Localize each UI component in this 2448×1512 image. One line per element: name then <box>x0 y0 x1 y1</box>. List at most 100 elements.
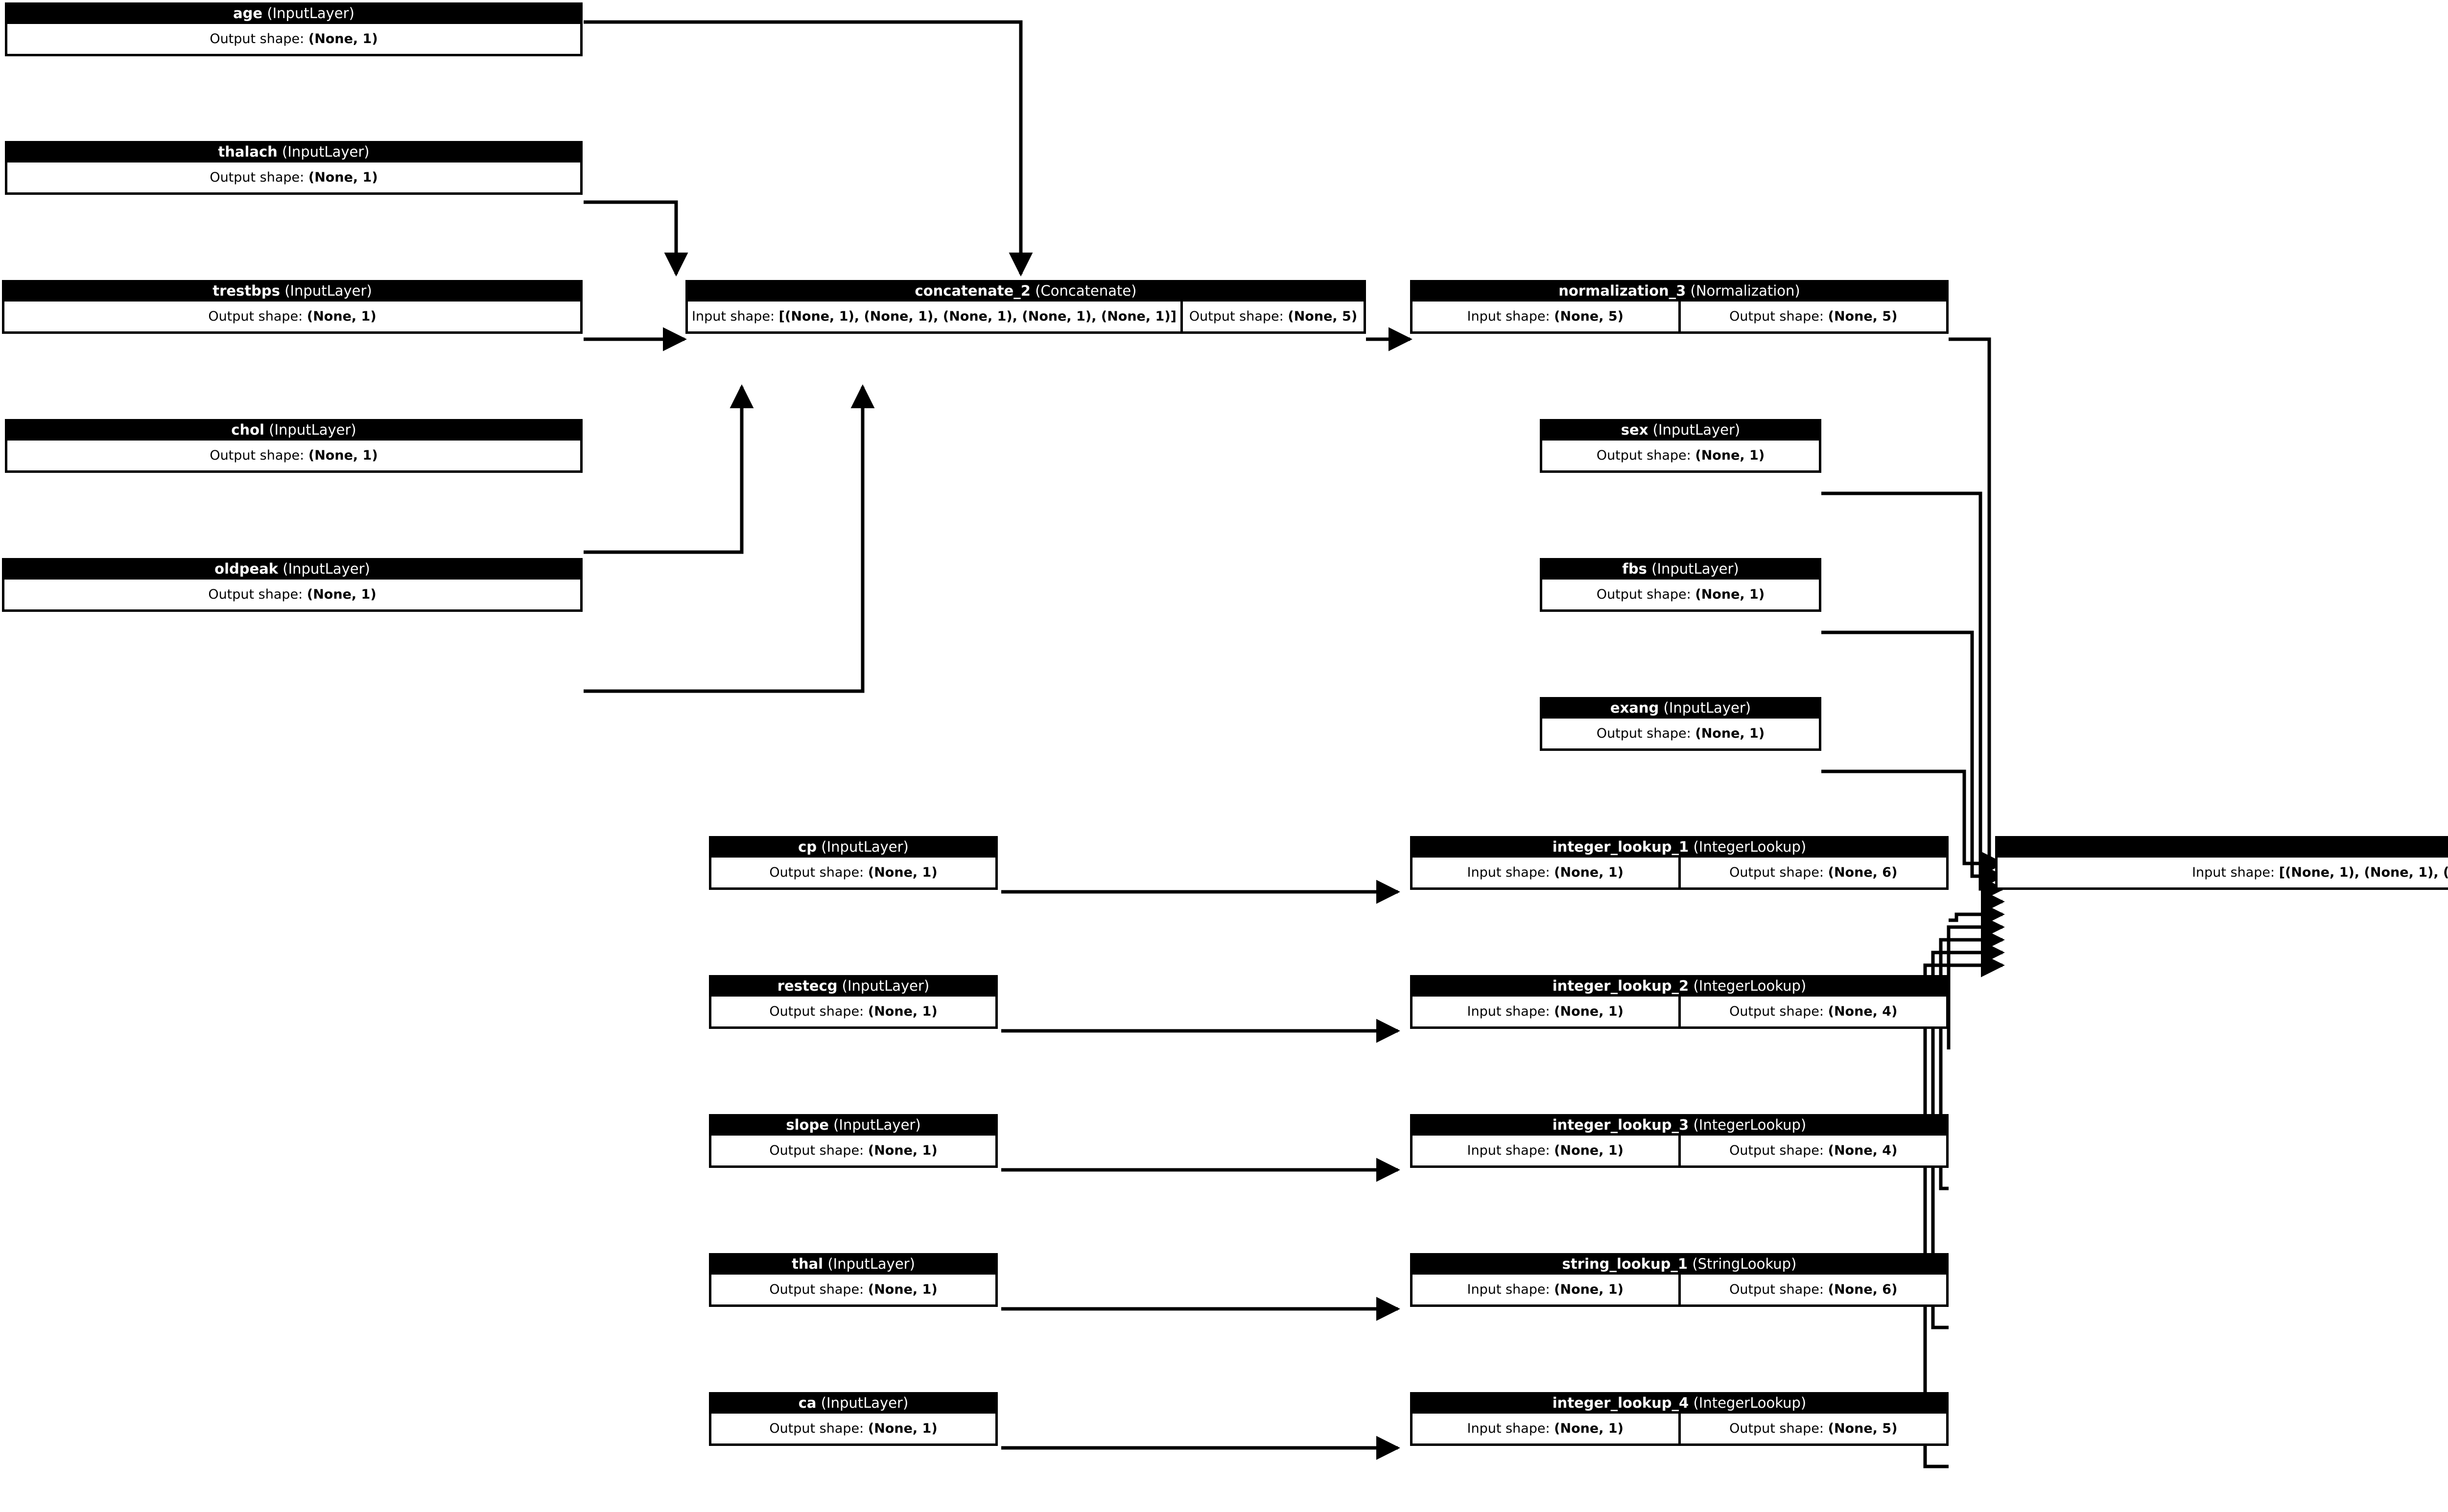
port-label: Output shape: <box>210 448 305 463</box>
node-integer_lookup_1-type: (IntegerLookup) <box>1693 838 1807 855</box>
node-ca-ports: Output shape: (None, 1) <box>711 1411 995 1443</box>
node-sex[interactable]: sex (InputLayer) Output shape: (None, 1) <box>1540 419 1821 473</box>
port-label: Output shape: <box>769 1143 864 1158</box>
node-chol[interactable]: chol (InputLayer) Output shape: (None, 1… <box>5 419 583 473</box>
node-integer_lookup_3-type: (IntegerLookup) <box>1693 1117 1807 1133</box>
node-age[interactable]: age (InputLayer) Output shape: (None, 1) <box>5 2 583 56</box>
node-integer_lookup_3-name: integer_lookup_3 <box>1552 1117 1689 1133</box>
edge-integer_lookup_4-to-concatenate_3 <box>1923 953 2005 1468</box>
port-value: (None, 5) <box>1288 309 1358 324</box>
node-string_lookup_1[interactable]: string_lookup_1 (StringLookup) Input sha… <box>1410 1253 1949 1307</box>
node-trestbps[interactable]: trestbps (InputLayer) Output shape: (Non… <box>2 280 583 334</box>
node-concatenate_2-name: concatenate_2 <box>915 282 1031 299</box>
node-normalization_3[interactable]: normalization_3 (Normalization) Input sh… <box>1410 280 1949 334</box>
node-string_lookup_1-input-port: Input shape: (None, 1) <box>1412 1275 1678 1304</box>
node-integer_lookup_1-name: integer_lookup_1 <box>1552 838 1689 855</box>
port-label: Output shape: <box>1729 1143 1824 1158</box>
port-label: Output shape: <box>210 170 305 185</box>
node-fbs-type: (InputLayer) <box>1651 560 1739 577</box>
node-integer_lookup_3-ports: Input shape: (None, 1) Output shape: (No… <box>1412 1133 1946 1165</box>
node-cp-name: cp <box>798 838 817 855</box>
node-integer_lookup_2-input-port: Input shape: (None, 1) <box>1412 997 1678 1026</box>
port-label: Output shape: <box>208 587 303 602</box>
node-age-output-port: Output shape: (None, 1) <box>7 24 580 54</box>
node-concatenate_3-title: concatenate_3 (Concatenate) <box>1998 838 2448 855</box>
node-thal[interactable]: thal (InputLayer) Output shape: (None, 1… <box>709 1253 998 1307</box>
node-fbs[interactable]: fbs (InputLayer) Output shape: (None, 1) <box>1540 558 1821 612</box>
node-ca-title: ca (InputLayer) <box>711 1395 995 1411</box>
port-value: (None, 1) <box>1554 1143 1624 1158</box>
port-label: Output shape: <box>769 1004 864 1019</box>
node-concatenate_2[interactable]: concatenate_2 (Concatenate) Input shape:… <box>685 280 1366 334</box>
node-concatenate_3[interactable]: concatenate_3 (Concatenate) Input shape:… <box>1995 836 2448 890</box>
node-chol-ports: Output shape: (None, 1) <box>7 438 580 470</box>
node-slope-ports: Output shape: (None, 1) <box>711 1133 995 1165</box>
node-exang-ports: Output shape: (None, 1) <box>1542 716 1819 748</box>
port-value: (None, 1) <box>1695 587 1765 602</box>
port-label: Input shape: <box>1467 865 1550 880</box>
port-value: (None, 6) <box>1828 1282 1898 1297</box>
port-label: Input shape: <box>1467 309 1550 324</box>
node-concatenate_2-type: (Concatenate) <box>1035 282 1137 299</box>
node-integer_lookup_4[interactable]: integer_lookup_4 (IntegerLookup) Input s… <box>1410 1392 1949 1446</box>
port-label: Input shape: <box>692 309 775 324</box>
node-restecg[interactable]: restecg (InputLayer) Output shape: (None… <box>709 975 998 1029</box>
edge-thalach-to-concatenate_2 <box>584 200 688 277</box>
node-integer_lookup_4-ports: Input shape: (None, 1) Output shape: (No… <box>1412 1411 1946 1443</box>
port-value: [(None, 1), (None, 1), (None, 1), (None,… <box>778 309 1177 324</box>
node-integer_lookup_2[interactable]: integer_lookup_2 (IntegerLookup) Input s… <box>1410 975 1949 1029</box>
edge-integer_lookup_2-to-concatenate_3 <box>1947 915 2005 1049</box>
node-integer_lookup_3-input-port: Input shape: (None, 1) <box>1412 1136 1678 1165</box>
port-value: (None, 1) <box>868 1143 938 1158</box>
node-integer_lookup_2-ports: Input shape: (None, 1) Output shape: (No… <box>1412 994 1946 1026</box>
port-value: (None, 5) <box>1828 1421 1898 1436</box>
port-label: Output shape: <box>1596 726 1691 741</box>
edge-sex-to-concatenate_3 <box>1821 491 2005 901</box>
node-thal-title: thal (InputLayer) <box>711 1256 995 1272</box>
port-value: (None, 1) <box>1554 865 1624 880</box>
node-slope-type: (InputLayer) <box>833 1117 921 1133</box>
port-label: Output shape: <box>1596 448 1691 463</box>
port-label: Input shape: <box>2192 865 2275 880</box>
node-thalach[interactable]: thalach (InputLayer) Output shape: (None… <box>5 141 583 195</box>
port-value: (None, 1) <box>308 448 378 463</box>
node-thalach-title: thalach (InputLayer) <box>7 143 580 160</box>
port-value: (None, 1) <box>868 1421 938 1436</box>
node-integer_lookup_2-output-port: Output shape: (None, 4) <box>1678 997 1947 1026</box>
node-age-type: (InputLayer) <box>267 5 354 22</box>
node-ca-type: (InputLayer) <box>821 1395 909 1411</box>
node-exang-type: (InputLayer) <box>1663 699 1751 716</box>
port-label: Output shape: <box>769 865 864 880</box>
edge-age-to-concatenate_2 <box>584 20 1033 277</box>
node-trestbps-name: trestbps <box>212 282 280 299</box>
node-exang[interactable]: exang (InputLayer) Output shape: (None, … <box>1540 697 1821 751</box>
port-label: Output shape: <box>210 31 305 47</box>
port-label: Output shape: <box>1729 865 1824 880</box>
node-integer_lookup_3[interactable]: integer_lookup_3 (IntegerLookup) Input s… <box>1410 1114 1949 1168</box>
node-exang-name: exang <box>1610 699 1659 716</box>
node-oldpeak-ports: Output shape: (None, 1) <box>4 577 580 609</box>
node-integer_lookup_3-title: integer_lookup_3 (IntegerLookup) <box>1412 1117 1946 1133</box>
node-chol-title: chol (InputLayer) <box>7 421 580 438</box>
node-string_lookup_1-output-port: Output shape: (None, 6) <box>1678 1275 1947 1304</box>
node-trestbps-type: (InputLayer) <box>284 282 372 299</box>
node-cp[interactable]: cp (InputLayer) Output shape: (None, 1) <box>709 836 998 890</box>
node-oldpeak[interactable]: oldpeak (InputLayer) Output shape: (None… <box>2 558 583 612</box>
port-label: Output shape: <box>1729 1421 1824 1436</box>
node-slope[interactable]: slope (InputLayer) Output shape: (None, … <box>709 1114 998 1168</box>
port-label: Output shape: <box>1729 309 1824 324</box>
node-thal-output-port: Output shape: (None, 1) <box>711 1275 995 1304</box>
port-label: Input shape: <box>1467 1004 1550 1019</box>
node-integer_lookup_2-name: integer_lookup_2 <box>1552 977 1689 994</box>
port-label: Input shape: <box>1467 1143 1550 1158</box>
port-value: (None, 1) <box>1554 1004 1624 1019</box>
port-value: (None, 1) <box>868 1004 938 1019</box>
node-integer_lookup_1[interactable]: integer_lookup_1 (IntegerLookup) Input s… <box>1410 836 1949 890</box>
port-label: Output shape: <box>1729 1004 1824 1019</box>
node-ca-name: ca <box>798 1395 817 1411</box>
edge-integer_lookup_1-to-concatenate_3 <box>1949 902 2005 927</box>
node-string_lookup_1-ports: Input shape: (None, 1) Output shape: (No… <box>1412 1272 1946 1304</box>
port-value: (None, 1) <box>308 170 378 185</box>
node-ca[interactable]: ca (InputLayer) Output shape: (None, 1) <box>709 1392 998 1446</box>
